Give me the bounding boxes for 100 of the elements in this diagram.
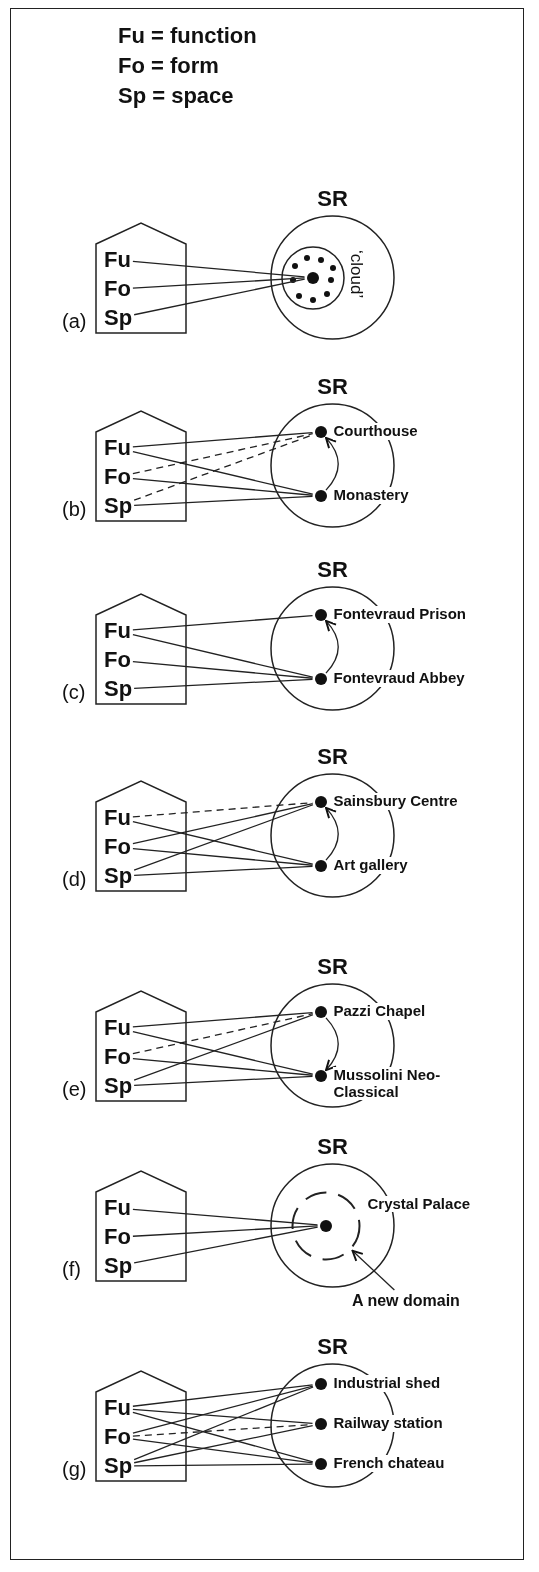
abbreviation-label: Fu xyxy=(104,248,131,273)
building-label: Sainsbury Centre xyxy=(332,793,459,810)
dot-marker xyxy=(314,673,327,685)
connector-line xyxy=(132,477,314,496)
arrow xyxy=(325,436,339,491)
connector-line xyxy=(132,634,314,678)
connector-line xyxy=(132,803,314,845)
connector-line xyxy=(133,804,314,871)
abbreviation-label: Fu xyxy=(104,1016,131,1041)
connector-line xyxy=(133,495,314,506)
abbreviation-label: Fu xyxy=(104,436,131,461)
legend-text: Sp = space xyxy=(118,84,234,109)
abbreviation-label: Fu xyxy=(104,1396,131,1421)
connector-line xyxy=(132,1013,314,1055)
dot-marker xyxy=(319,1219,332,1232)
leader-line xyxy=(351,1249,396,1291)
circle-title: SR xyxy=(316,187,349,212)
panel-label: (d) xyxy=(62,868,87,890)
abbreviation-label: Fo xyxy=(104,835,131,860)
arrow xyxy=(325,619,339,674)
abbreviation-label: Fu xyxy=(104,806,131,831)
abbreviation-label: Sp xyxy=(104,1074,133,1099)
connector-line xyxy=(132,1208,319,1226)
panel-label: (c) xyxy=(62,681,86,703)
connector-line xyxy=(132,277,306,289)
connector-line xyxy=(133,1014,314,1081)
circle-title: SR xyxy=(316,955,349,980)
abbreviation-label: Sp xyxy=(104,864,133,889)
connector-line xyxy=(132,1385,314,1434)
abbreviation-label: Fo xyxy=(104,277,131,302)
connector-line xyxy=(133,865,314,876)
connector-line xyxy=(132,432,314,448)
dot-marker xyxy=(314,860,327,872)
connector-line xyxy=(132,1384,314,1407)
building-label: Monastery xyxy=(332,487,410,504)
building-label: Pazzi Chapel xyxy=(332,1003,427,1020)
abbreviation-label: Sp xyxy=(104,1254,133,1279)
panel-label: (f) xyxy=(62,1258,81,1280)
legend-text: Fo = form xyxy=(118,54,219,79)
connector-line xyxy=(132,451,314,495)
connector-line xyxy=(132,1411,314,1463)
connector-line xyxy=(132,433,314,475)
connector-line xyxy=(132,260,306,278)
dot-marker xyxy=(314,1070,327,1082)
abbreviation-label: Fu xyxy=(104,1196,131,1221)
connector-line xyxy=(132,847,314,866)
legend-text: Fu = function xyxy=(118,24,257,49)
connector-line xyxy=(133,1226,319,1264)
dot-marker xyxy=(314,609,327,621)
circle-title: SR xyxy=(316,1135,349,1160)
building-label: Fontevraud Abbey xyxy=(332,670,466,687)
connector-line xyxy=(132,1031,314,1075)
abbreviation-label: Fo xyxy=(104,465,131,490)
connector-line xyxy=(132,821,314,865)
dot-marker xyxy=(314,426,327,438)
building-label: Industrial shed xyxy=(332,1375,442,1392)
connector-line xyxy=(132,1438,314,1464)
connector-line xyxy=(133,1075,314,1086)
connector-line xyxy=(132,1225,319,1237)
connector-line xyxy=(132,1012,314,1028)
building-label: Railway station xyxy=(332,1415,444,1432)
connector-line xyxy=(132,802,314,818)
circle-title: SR xyxy=(316,745,349,770)
connector-line xyxy=(133,1425,314,1464)
panel-label: (e) xyxy=(62,1078,87,1100)
circle-title: SR xyxy=(316,558,349,583)
abbreviation-label: Sp xyxy=(104,677,133,702)
building-label: Art gallery xyxy=(332,857,409,874)
cloud-label: ‘cloud’ xyxy=(346,249,366,298)
connector-line xyxy=(133,678,314,689)
circle-title: SR xyxy=(316,375,349,400)
connector-line xyxy=(133,278,306,316)
connector-line xyxy=(132,615,314,631)
connector-line xyxy=(133,1463,314,1467)
abbreviation-label: Fo xyxy=(104,1045,131,1070)
panel-label: (g) xyxy=(62,1458,87,1480)
dot-marker xyxy=(314,796,327,808)
arrow xyxy=(325,806,339,861)
dot-marker xyxy=(314,1458,327,1470)
circle-title: SR xyxy=(316,1335,349,1360)
abbreviation-label: Fu xyxy=(104,619,131,644)
connector-line xyxy=(133,1386,314,1461)
annotation-text: A new domain xyxy=(352,1292,460,1310)
panel-label: (a) xyxy=(62,310,87,332)
building-label: Fontevraud Prison xyxy=(332,606,468,623)
connector-line xyxy=(132,1057,314,1076)
dot-marker xyxy=(314,1006,327,1018)
dot-marker xyxy=(314,1378,327,1390)
abbreviation-label: Fo xyxy=(104,1425,131,1450)
building-label: French chateau xyxy=(332,1455,446,1472)
connector-line xyxy=(132,660,314,679)
abbreviation-label: Sp xyxy=(104,1454,133,1479)
arrow xyxy=(325,1017,339,1072)
dot-marker xyxy=(314,490,327,502)
dot-marker xyxy=(306,271,319,284)
panel-label: (b) xyxy=(62,498,87,520)
building-label: Courthouse xyxy=(332,423,419,440)
building-label: Crystal Palace xyxy=(366,1195,472,1212)
dot-marker xyxy=(314,1418,327,1430)
abbreviation-label: Fo xyxy=(104,1225,131,1250)
